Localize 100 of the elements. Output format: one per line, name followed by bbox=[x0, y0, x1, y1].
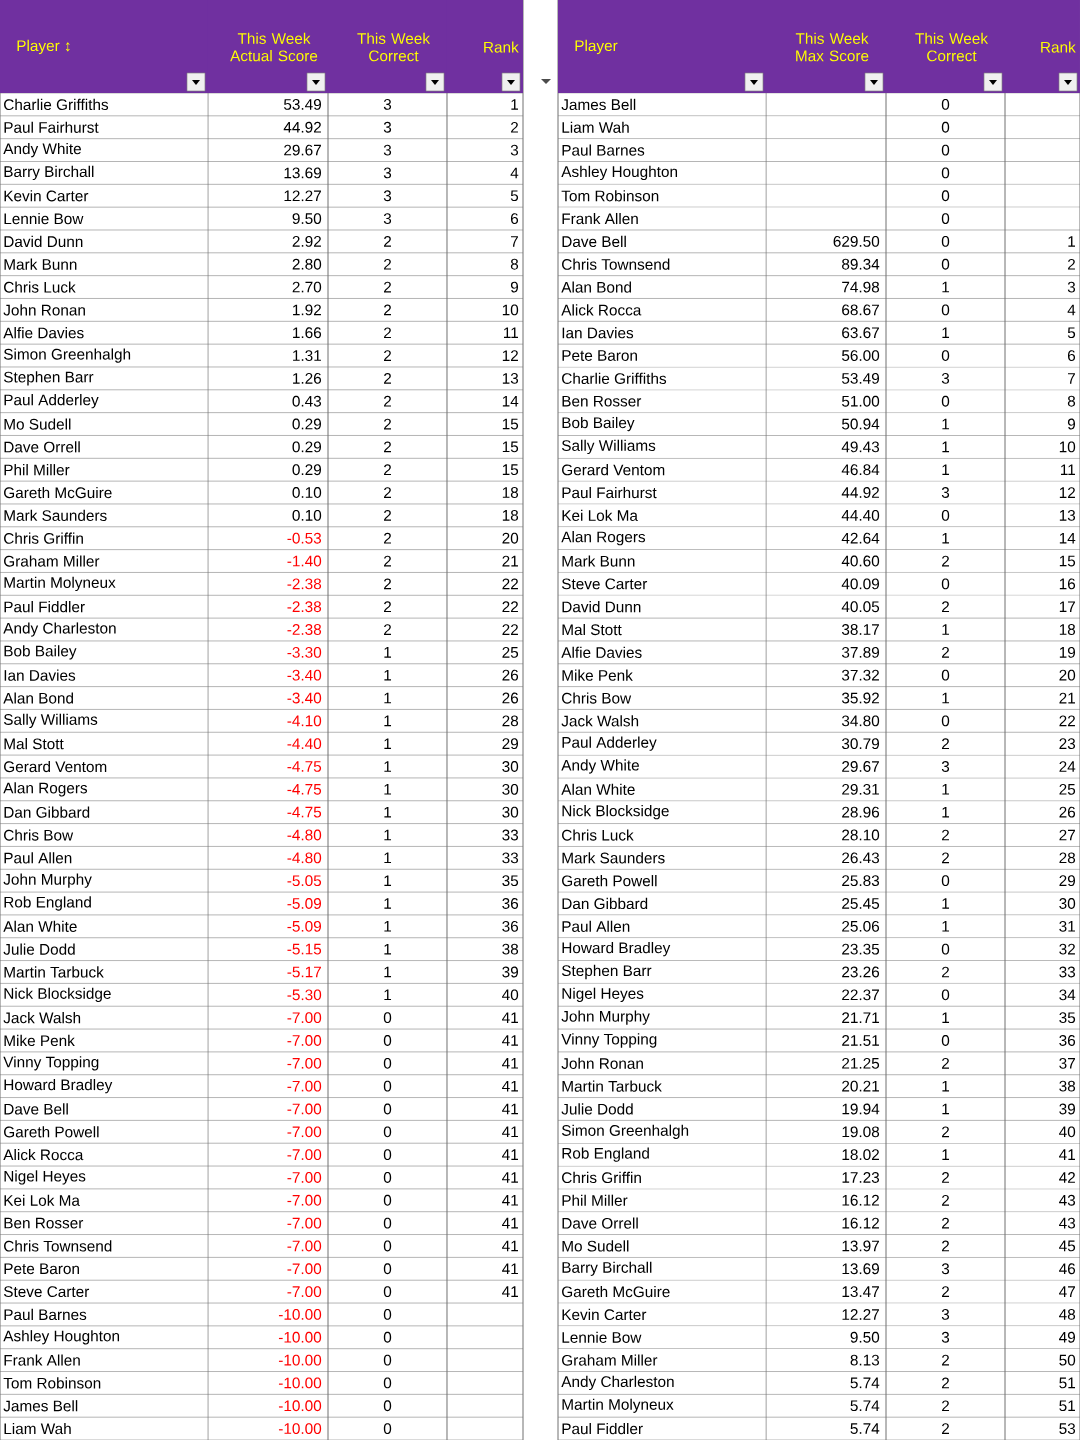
rank-number: 15 bbox=[1059, 555, 1076, 567]
player-name: Phil Miller bbox=[4, 464, 70, 476]
correct-count: 2 bbox=[384, 281, 391, 293]
rank-number: 23 bbox=[1059, 738, 1076, 750]
rank-number: 7 bbox=[511, 236, 518, 247]
column-header: This Week Actual Score bbox=[208, 0, 328, 93]
score-value: 25.06 bbox=[842, 920, 880, 932]
player-name: Sally Williams bbox=[561, 439, 656, 454]
score-value: -1.40 bbox=[287, 555, 322, 567]
score-value: 13.69 bbox=[842, 1263, 879, 1275]
rank-number: 40 bbox=[502, 989, 519, 1001]
player-name: John Murphy bbox=[561, 1010, 650, 1025]
player-name: Howard Bradley bbox=[4, 1079, 113, 1094]
rank-number: 41 bbox=[502, 1126, 518, 1138]
score-value: 21.51 bbox=[842, 1035, 879, 1046]
player-name: Mike Penk bbox=[4, 1034, 75, 1047]
player-name: James Bell bbox=[561, 98, 636, 111]
score-value: -4.75 bbox=[287, 784, 322, 795]
correct-count: 0 bbox=[941, 99, 950, 110]
correct-count: 1 bbox=[384, 784, 391, 795]
player-name: Paul Allen bbox=[4, 852, 72, 864]
score-value: -10.00 bbox=[278, 1377, 322, 1389]
player-name: Chris Bow bbox=[562, 692, 632, 704]
score-value: 68.67 bbox=[842, 304, 879, 316]
correct-count: 2 bbox=[384, 258, 391, 270]
correct-count: 0 bbox=[383, 1263, 392, 1275]
correct-count: 3 bbox=[941, 487, 950, 498]
correct-count: 1 bbox=[942, 464, 949, 475]
player-name: Nick Blocksidge bbox=[562, 805, 669, 820]
player-name: Alan Bond bbox=[3, 692, 73, 704]
player-name: Paul Fiddler bbox=[4, 601, 85, 613]
correct-count: 0 bbox=[383, 1012, 392, 1024]
rank-number: 35 bbox=[502, 875, 519, 887]
correct-count: 1 bbox=[942, 784, 949, 795]
rank-number: 46 bbox=[1059, 1263, 1076, 1275]
correct-count: 0 bbox=[383, 1057, 392, 1069]
score-value: -7.00 bbox=[287, 1103, 322, 1115]
correct-count: 1 bbox=[384, 647, 391, 658]
rank-number: 16 bbox=[1059, 578, 1076, 590]
correct-count: 1 bbox=[384, 852, 391, 864]
player-name: Dave Bell bbox=[4, 1103, 68, 1115]
correct-count: 2 bbox=[384, 555, 391, 567]
rank-number: 41 bbox=[502, 1035, 518, 1046]
score-value: -7.00 bbox=[287, 1012, 322, 1024]
rank-number: 13 bbox=[502, 372, 519, 384]
correct-count: 1 bbox=[384, 898, 391, 909]
player-name: Barry Birchall bbox=[562, 1261, 652, 1276]
player-name: Stephen Barr bbox=[3, 371, 94, 386]
player-name: Ashley Houghton bbox=[3, 1330, 119, 1345]
score-value: 34.80 bbox=[841, 715, 880, 727]
player-name: Rob England bbox=[4, 896, 91, 911]
score-value: 51.00 bbox=[841, 395, 880, 407]
rank-number: 2 bbox=[1068, 258, 1075, 270]
player-name: Steve Carter bbox=[561, 578, 648, 590]
score-value: 26.43 bbox=[842, 852, 880, 864]
correct-count: 3 bbox=[383, 190, 392, 202]
player-name: Steve Carter bbox=[3, 1286, 90, 1298]
rank-number: 15 bbox=[502, 464, 519, 476]
rank-number: 53 bbox=[1059, 1423, 1076, 1434]
column-header: Player ↕ bbox=[0, 0, 208, 93]
rank-number: 7 bbox=[1068, 373, 1075, 384]
rank-number: 28 bbox=[502, 715, 519, 727]
player-name: Paul Fairhurst bbox=[4, 121, 99, 133]
rank-number: 25 bbox=[1059, 783, 1076, 795]
player-name: Dan Gibbard bbox=[4, 806, 90, 818]
correct-count: 0 bbox=[941, 669, 950, 681]
rank-number: 32 bbox=[1059, 943, 1075, 955]
correct-count: 0 bbox=[383, 1149, 392, 1161]
score-value: -4.80 bbox=[287, 829, 322, 841]
rank-number: 41 bbox=[502, 1172, 518, 1183]
score-value: 13.47 bbox=[842, 1286, 879, 1298]
rank-number: 31 bbox=[1059, 920, 1075, 932]
score-value: -7.00 bbox=[287, 1217, 322, 1229]
correct-count: 1 bbox=[384, 989, 391, 1001]
player-name: Julie Dodd bbox=[3, 943, 75, 955]
score-value: 89.34 bbox=[842, 258, 880, 270]
player-name: Alan Bond bbox=[561, 281, 631, 293]
correct-count: 0 bbox=[941, 121, 950, 133]
score-value: 29.67 bbox=[842, 761, 879, 772]
score-value: -2.38 bbox=[287, 601, 322, 613]
player-name: Frank Allen bbox=[562, 212, 638, 225]
rank-number: 35 bbox=[1059, 1012, 1076, 1024]
rank-number: 20 bbox=[1059, 669, 1076, 681]
player-name: Jack Walsh bbox=[561, 715, 639, 727]
rank-number: 10 bbox=[502, 304, 519, 316]
rank-number: 36 bbox=[502, 898, 519, 909]
correct-count: 1 bbox=[384, 761, 391, 772]
rank-number: 41 bbox=[502, 1240, 518, 1252]
correct-count: 2 bbox=[384, 624, 391, 635]
player-name: Dave Orrell bbox=[4, 441, 80, 453]
player-name: Phil Miller bbox=[562, 1194, 628, 1206]
score-value: 40.60 bbox=[841, 555, 880, 567]
score-value: 53.49 bbox=[841, 372, 879, 384]
rank-number: 49 bbox=[1059, 1331, 1075, 1343]
player-name: Pete Baron bbox=[562, 350, 637, 361]
player-name: Dave Orrell bbox=[562, 1217, 638, 1229]
rank-number: 9 bbox=[1067, 418, 1075, 430]
rank-number: 14 bbox=[502, 395, 519, 407]
player-name: Liam Wah bbox=[4, 1422, 71, 1435]
rank-number: 1 bbox=[511, 99, 518, 110]
